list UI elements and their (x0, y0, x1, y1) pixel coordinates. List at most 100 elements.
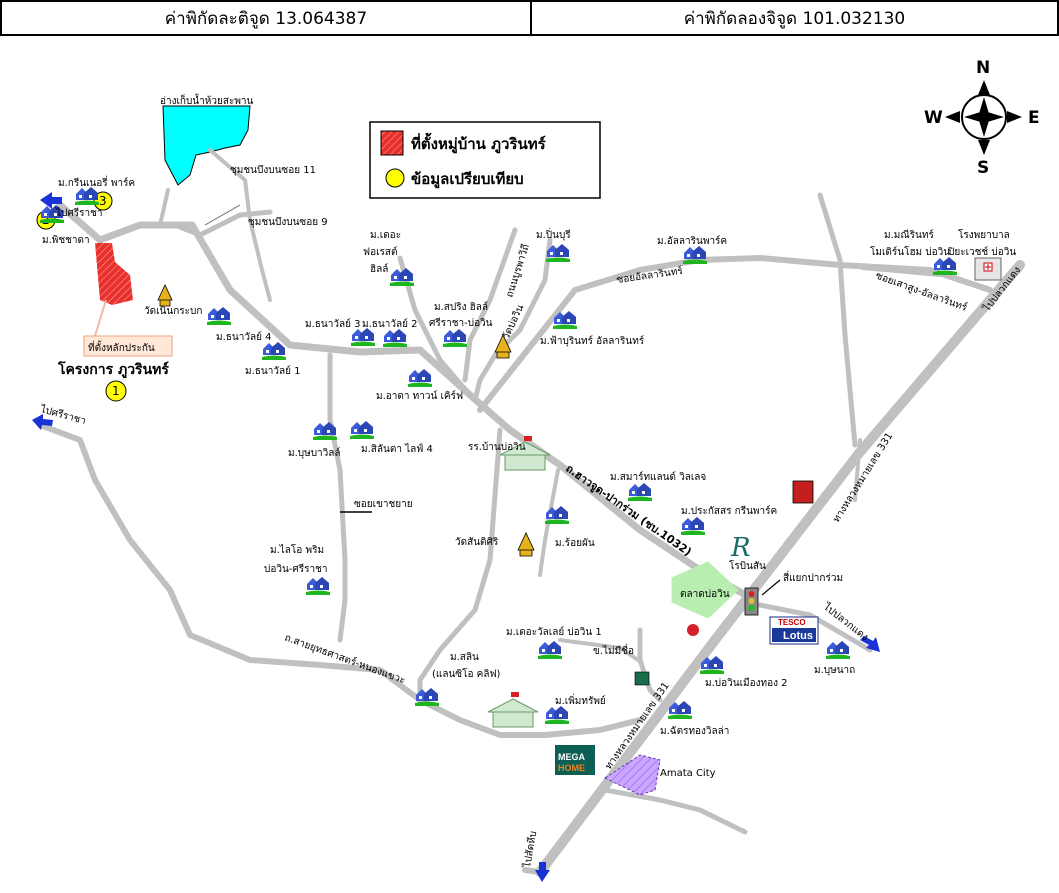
market-area[interactable] (671, 561, 739, 619)
label-to-sriracha-nw: ไปศรีราชา (55, 207, 102, 219)
label-roadside: ถ.สายยุทธศาสตร์-หนองแขวะ (283, 632, 407, 687)
label-thanawat1: ม.ธนาวัลย์ 1 (245, 365, 300, 377)
label-springhill-1: ม.สปริง ฮิลล์ (434, 301, 488, 313)
arrow-to-pluakdaeng (860, 636, 880, 652)
arrow-to-sattahip (535, 862, 550, 882)
label-forest-hill-1: ม.เดอะ (370, 230, 401, 241)
gas-station-icon (687, 624, 699, 636)
label-permsap: ม.เพิ่มทรัพย์ (555, 693, 606, 707)
project-site[interactable] (95, 243, 133, 305)
label-green-nursery: ม.กรีนเนอรี่ พาร์ค (58, 175, 135, 189)
map-labels: อ่างเก็บน้ำห้วยสะพาน ชุมชนบึงบนซอย 11 ชุ… (38, 93, 1023, 870)
house-icon (683, 246, 707, 264)
latitude-text: ค่าพิกัดละติจูด 13.064387 (164, 8, 368, 29)
marker-1-label: 1 (112, 384, 120, 398)
house-icon (545, 706, 569, 724)
latitude-box: ค่าพิกัดละติจูด 13.064387 (0, 0, 532, 36)
marker-3-label: 3 (99, 194, 107, 208)
legend-site-label: ที่ตั้งหมู่บ้าน ภูวรินทร์ (411, 132, 547, 154)
label-prakasit: ม.ประกัสสร กรีนพาร์ค (681, 505, 777, 517)
label-hospital-1: โรงพยาบาล (958, 228, 1010, 241)
hospital-icon (974, 257, 1002, 281)
label-puchaville: ม.บุษบาวิลล์ (288, 447, 341, 459)
label-silanta: ม.สิลันตา ไลฟ์ 4 (361, 443, 433, 455)
label-forest-hill-2: ฟอเรสต์ (363, 246, 397, 258)
house-icon (681, 517, 705, 535)
junction-pointer (761, 579, 781, 596)
legend-comparable-label: ข้อมูลเปรียบเทียบ (411, 170, 524, 189)
compass-n: N (976, 58, 990, 78)
longitude-text: ค่าพิกัดลองจิจูด 101.032130 (683, 8, 906, 29)
compass-s: S (977, 158, 989, 178)
label-allarin-park: ม.อัลลารินพาร์ค (657, 235, 727, 247)
label-springhill-2: ศรีราชา-บ่อวิน (429, 317, 493, 329)
label-wat-noen: วัดเนินกระบก (144, 306, 202, 317)
house-icon (351, 328, 375, 346)
legend-comparable-swatch (385, 168, 405, 188)
legend-site-swatch (380, 130, 404, 156)
label-salin-2: (แลนซิโอ คลิฟ) (432, 667, 501, 680)
label-school: รร.บ้านบ่อวิน (468, 441, 526, 453)
temple-icon (157, 284, 173, 307)
house-icon (207, 307, 231, 325)
megahome-text-2: HOME (558, 763, 585, 773)
house-icon (306, 577, 330, 595)
arrow-to-sriracha-nw (40, 192, 62, 209)
label-forest-hill-3: ฮิลล์ (370, 263, 388, 275)
label-wat-santi: วัดสันติศิริ (455, 537, 499, 548)
megahome-text-1: MEGA (558, 752, 586, 762)
school-icon (499, 436, 551, 471)
house-icon (933, 257, 957, 275)
label-laoloe-2: บ่อวิน-ศรีราชา (264, 563, 328, 575)
megahome-logo: MEGA HOME (555, 745, 595, 775)
marker-3[interactable]: 3 (93, 191, 113, 211)
label-soi9: ชุมชนบึงบนซอย 9 (248, 216, 328, 228)
label-soi-saochai: ซอยเขาชยาย (354, 499, 413, 510)
dealer-icon (792, 480, 814, 504)
marker-1[interactable]: 1 (105, 380, 127, 402)
label-hospital-2: ปิยะเวชช์ บ่อวิน (947, 246, 1016, 258)
label-to-sattahip: ไปสัตหีบ (521, 830, 539, 869)
arrow-to-sriracha-w (32, 414, 53, 430)
label-phitchada: ม.พิชชาดา (42, 235, 90, 246)
house-icon (538, 641, 562, 659)
label-roiphan: ม.ร้อยผัน (555, 537, 595, 549)
soi-marker (204, 204, 241, 226)
label-salin-1: ม.สลิน (450, 652, 479, 663)
road-network (37, 148, 1025, 877)
label-chatthong: ม.ฉัตรทองวิลล่า (660, 726, 729, 737)
label-manirin-1: ม.มณีรินทร์ (884, 229, 934, 241)
label-bowin-muangthong: ม.บ่อวินเมืองทอง 2 (705, 677, 788, 689)
house-icon (262, 342, 286, 360)
legend: ที่ตั้งหมู่บ้าน ภูวรินทร์ ข้อมูลเปรียบเท… (369, 121, 601, 199)
label-thanawat2: ม.ธนาวัลย์ 2 (362, 318, 417, 330)
label-nomsri: ข.ไม่มีชื่อ (593, 643, 634, 657)
amata-city-area[interactable] (603, 754, 661, 796)
house-icon (826, 641, 850, 659)
house-icon (75, 187, 99, 205)
label-thanawat4: ม.ธนาวัลย์ 4 (216, 331, 271, 343)
tesco-text: TESCO (778, 618, 806, 627)
house-icon (628, 483, 652, 501)
traffic-light-icon (744, 587, 759, 616)
house-icon (408, 369, 432, 387)
compass-e: E (1028, 108, 1040, 128)
project-name: โครงการ ภูวรินทร์ (57, 360, 169, 378)
label-soi11: ชุมชนบึงบนซอย 11 (230, 164, 316, 176)
label-farin: ม.ฟ้าบุรินทร์ อัลลารินทร์ (540, 335, 645, 347)
market-label: ตลาดบ่อวิน (680, 589, 730, 600)
project-site-leader (94, 299, 107, 337)
compass-w: W (924, 108, 943, 128)
house-icon (383, 329, 407, 347)
label-pinburi: ม.ปิ่นบุรี (536, 227, 571, 241)
label-junction: สี่แยกปากร่วม (783, 570, 843, 584)
house-icon (350, 421, 374, 439)
robinson-logo: R โรบินสัน (729, 533, 766, 572)
robinson-label: โรบินสัน (729, 559, 766, 572)
robinson-mark: R (730, 533, 751, 563)
label-thanawat3: ม.ธนาวัลย์ 3 (305, 318, 360, 330)
site-label: ที่ตั้งหลักประกัน (88, 340, 155, 354)
tesco-lotus-logo: TESCO Lotus (769, 616, 819, 645)
house-icon (545, 506, 569, 524)
